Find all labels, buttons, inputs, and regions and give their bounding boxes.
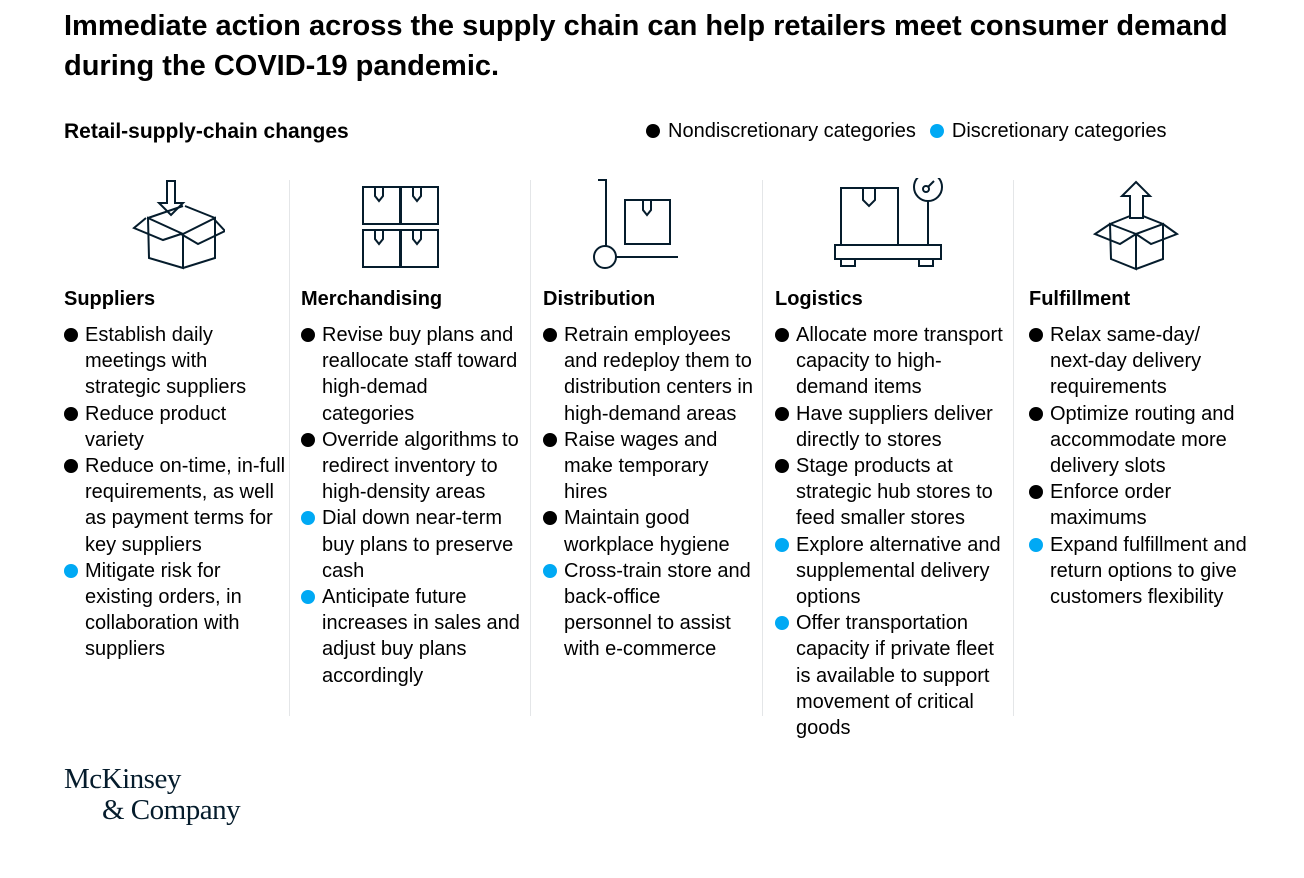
column-divider [289, 180, 290, 716]
list-item-text: Maintain good workplace hygiene [564, 507, 730, 556]
legend: Nondiscretionary categories Discretionar… [646, 120, 1166, 143]
column-heading: Suppliers [64, 288, 156, 310]
column-fulfillment: Fulfillment Relax same-day/ next-day del… [1029, 178, 1249, 610]
list-item: Stage products at strategic hub stores t… [775, 453, 1010, 532]
column-heading: Distribution [543, 288, 656, 310]
list-item-text: Anticipate future increases in sales and… [322, 586, 520, 687]
list-item-text: Have suppliers deliver directly to store… [796, 402, 993, 451]
hand-truck-icon [543, 178, 753, 278]
action-list: Allocate more transport capacity to high… [775, 322, 1010, 741]
discretionary-bullet-icon [775, 537, 789, 552]
nondiscretionary-bullet-icon [64, 459, 78, 474]
list-item-text: Dial down near-term buy plans to preserv… [322, 507, 514, 582]
list-item-text: Enforce order maximums [1050, 481, 1172, 530]
scale-box-icon [775, 178, 1010, 278]
discretionary-bullet-icon [543, 563, 557, 578]
box-inbound-icon [64, 178, 286, 278]
column-divider [1013, 180, 1014, 716]
list-item-text: Revise buy plans and reallocate staff to… [322, 324, 518, 425]
nondiscretionary-bullet-icon [1029, 485, 1043, 500]
action-list: Revise buy plans and reallocate staff to… [301, 322, 523, 689]
list-item-text: Explore alternative and supplemental del… [796, 533, 1001, 609]
box-outbound-icon [1029, 178, 1249, 278]
list-item: Establish daily meetings with strategic … [64, 322, 286, 401]
section-subtitle: Retail-supply-chain changes [64, 120, 349, 143]
list-item: Have suppliers deliver directly to store… [775, 401, 1010, 453]
list-item-text: Mitigate risk for existing orders, in co… [85, 559, 242, 661]
list-item-text: Establish daily meetings with strategic … [85, 324, 247, 399]
list-item-text: Offer transportation capacity if private… [796, 612, 994, 740]
nondiscretionary-bullet-icon [301, 432, 315, 447]
list-item: Mitigate risk for existing orders, in co… [64, 558, 286, 663]
list-item-text: Raise wages and make temporary hires [564, 428, 718, 504]
nondiscretionary-bullet-icon [543, 328, 557, 342]
discretionary-bullet-icon [301, 511, 315, 526]
column-logistics: Logistics Allocate more transport capaci… [775, 178, 1010, 741]
legend-item-nondiscretionary: Nondiscretionary categories [646, 120, 916, 143]
discretionary-bullet-icon [1029, 537, 1043, 552]
action-list: Establish daily meetings with strategic … [64, 322, 286, 663]
legend-dot-icon [929, 124, 944, 138]
column-heading: Fulfillment [1029, 288, 1131, 310]
column-heading: Merchandising [301, 288, 443, 310]
discretionary-bullet-icon [775, 616, 789, 631]
nondiscretionary-bullet-icon [64, 328, 78, 342]
list-item: Enforce order maximums [1029, 479, 1249, 531]
list-item: Optimize routing and accommodate more de… [1029, 401, 1249, 480]
nondiscretionary-bullet-icon [543, 511, 557, 526]
list-item: Maintain good workplace hygiene [543, 505, 753, 557]
list-item: Relax same-day/ next-day delivery requir… [1029, 322, 1249, 401]
nondiscretionary-bullet-icon [64, 406, 78, 421]
list-item: Reduce on-time, in-full requirements, as… [64, 453, 286, 558]
list-item: Reduce product variety [64, 401, 286, 453]
column-suppliers: Suppliers Establish daily meetings with … [64, 178, 286, 663]
legend-dot-icon [646, 124, 660, 138]
list-item-text: Reduce on-time, in-full requirements, as… [85, 455, 286, 556]
column-heading: Logistics [775, 288, 863, 310]
mckinsey-logo: McKinsey & Company [64, 763, 241, 826]
nondiscretionary-bullet-icon [775, 406, 789, 421]
column-divider [530, 180, 531, 716]
list-item: Expand fulfillment and return options to… [1029, 532, 1249, 611]
list-item-text: Optimize routing and accommodate more de… [1050, 402, 1235, 478]
nondiscretionary-bullet-icon [543, 432, 557, 447]
list-item-text: Cross-train store and back-office person… [564, 559, 751, 661]
list-item-text: Override algorithms to redirect inventor… [322, 428, 519, 504]
list-item-text: Expand fulfillment and return options to… [1050, 533, 1247, 609]
list-item: Retrain employees and redeploy them to d… [543, 322, 753, 427]
nondiscretionary-bullet-icon [775, 459, 789, 474]
nondiscretionary-bullet-icon [775, 328, 789, 342]
list-item-text: Retrain employees and redeploy them to d… [564, 324, 753, 425]
column-distribution: Distribution Retrain employees and redep… [543, 178, 753, 663]
list-item-text: Reduce product variety [85, 402, 227, 451]
nondiscretionary-bullet-icon [1029, 406, 1043, 421]
nondiscretionary-bullet-icon [1029, 328, 1043, 342]
list-item: Allocate more transport capacity to high… [775, 322, 1010, 401]
list-item: Offer transportation capacity if private… [775, 610, 1010, 741]
list-item: Override algorithms to redirect inventor… [301, 427, 523, 506]
list-item: Explore alternative and supplemental del… [775, 532, 1010, 611]
page-title: Immediate action across the supply chain… [64, 10, 1228, 82]
list-item: Raise wages and make temporary hires [543, 427, 753, 506]
list-item: Dial down near-term buy plans to preserv… [301, 505, 523, 584]
list-item: Revise buy plans and reallocate staff to… [301, 322, 523, 427]
discretionary-bullet-icon [301, 590, 315, 605]
action-list: Retrain employees and redeploy them to d… [543, 322, 753, 663]
column-merchandising: Merchandising Revise buy plans and reall… [301, 178, 523, 689]
boxes-grid-icon [301, 178, 523, 278]
column-divider [762, 180, 763, 716]
action-list: Relax same-day/ next-day delivery requir… [1029, 322, 1249, 610]
discretionary-bullet-icon [64, 563, 78, 578]
list-item: Anticipate future increases in sales and… [301, 584, 523, 689]
legend-item-discretionary: Discretionary categories [929, 120, 1166, 143]
nondiscretionary-bullet-icon [301, 328, 315, 342]
list-item-text: Relax same-day/ next-day delivery requir… [1050, 324, 1202, 399]
list-item-text: Stage products at strategic hub stores t… [796, 455, 993, 530]
list-item: Cross-train store and back-office person… [543, 558, 753, 663]
list-item-text: Allocate more transport capacity to high… [796, 324, 1003, 399]
